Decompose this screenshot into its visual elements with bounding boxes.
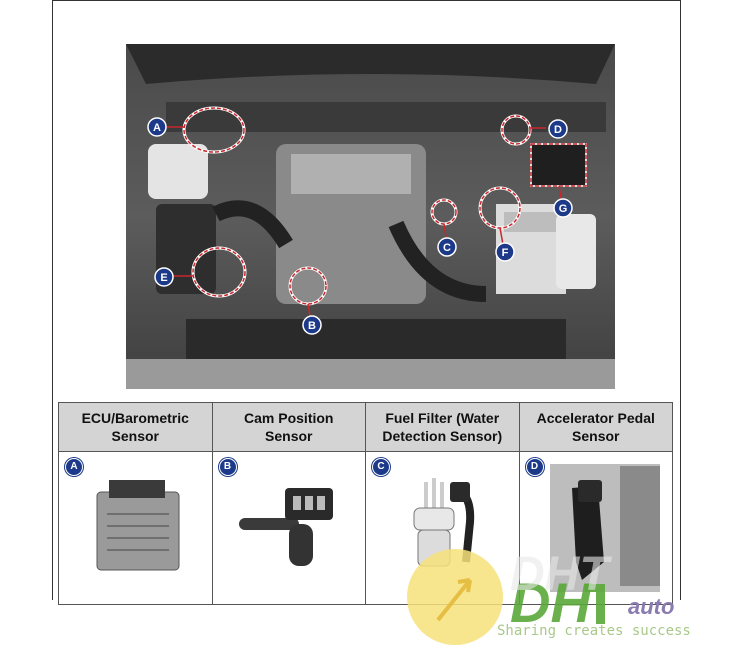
accelerator-pedal-image [549,464,660,592]
badge-d: D [525,458,544,476]
callout-badge-f: F [495,242,515,262]
table-image-row: A B C [58,451,673,605]
badge-b: B [218,458,237,476]
svg-text:D: D [554,124,562,136]
dht-auto-watermark-logo: DH DHT [407,548,612,645]
badge-c: C [372,458,390,476]
svg-text:B: B [308,320,316,332]
svg-text:DHT: DHT [510,548,612,601]
cell-ecu: A [58,451,213,605]
callout-badge-c: C [437,237,457,257]
callout-badge-b: B [302,315,322,335]
cell-accelerator-pedal: D [518,451,673,605]
watermark-tagline: Sharing creates success [497,623,691,639]
watermark-brand: auto [628,594,675,619]
svg-text:G: G [559,203,568,215]
svg-text:E: E [160,272,167,284]
ecu-image [96,480,180,571]
callout-badge-g: G [553,198,573,218]
page-frame [52,0,681,600]
callout-badge-a: A [147,117,167,137]
engine-bay-photo: A B C D E F G [126,44,615,389]
badge-a: A [65,458,83,476]
svg-text:DH: DH [510,571,592,634]
cam-sensor-image [238,488,333,566]
cell-cam-position: B [211,451,366,605]
callout-badge-e: E [154,267,174,287]
svg-text:A: A [153,122,161,134]
svg-text:C: C [443,242,451,254]
svg-text:F: F [502,247,509,259]
callout-badge-d: D [548,119,568,139]
